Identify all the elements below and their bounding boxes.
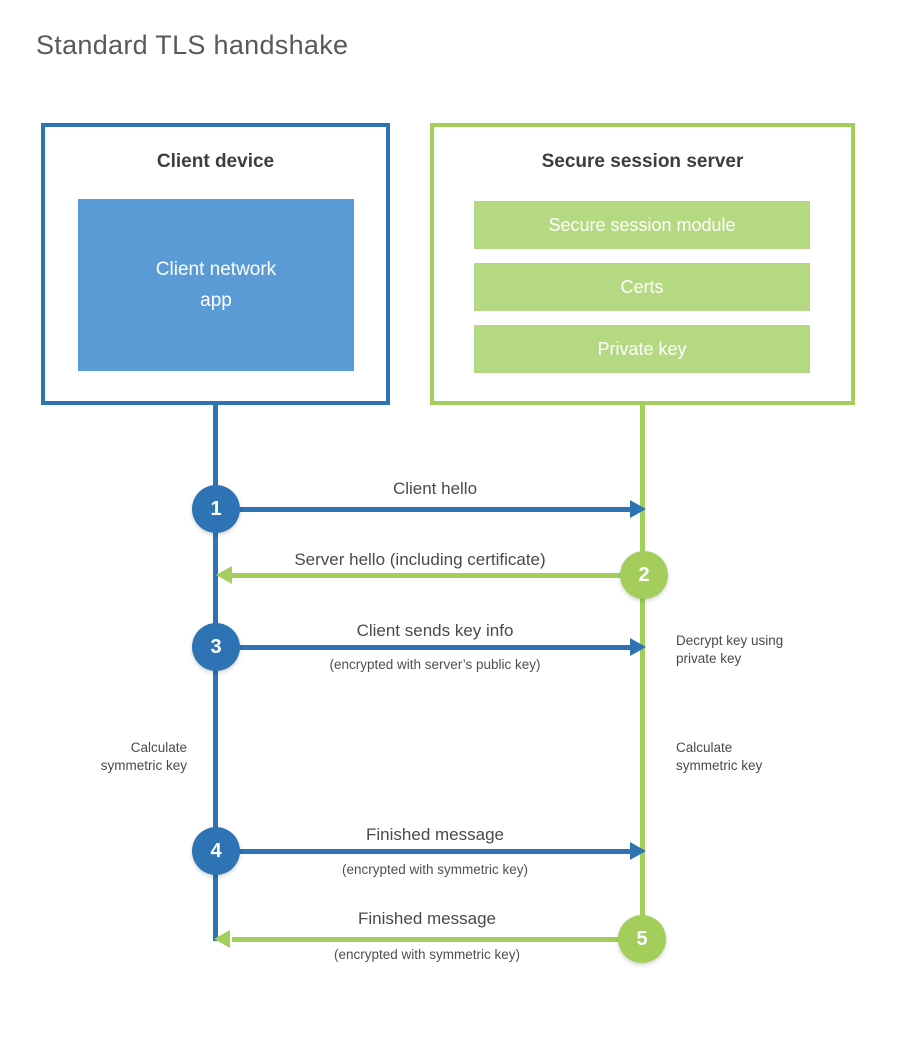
step-1-label: Client hello xyxy=(392,479,478,498)
step-3-badge: 3 xyxy=(192,623,240,671)
step-1-badge: 1 xyxy=(192,485,240,533)
server-module-private-key: Private key xyxy=(474,325,810,373)
decrypt-key-note: Decrypt key using private key xyxy=(676,633,784,666)
server-lifeline xyxy=(640,405,645,939)
step-2-badge: 2 xyxy=(620,551,668,599)
secure-session-server-title: Secure session server xyxy=(541,151,744,172)
arrow-right-icon xyxy=(630,500,646,518)
client-device-title: Client device xyxy=(156,151,275,172)
step-4-badge: 4 xyxy=(192,827,240,875)
step-4-label: Finished message xyxy=(366,825,504,844)
step-4-sublabel: (encrypted with symmetric key) xyxy=(341,862,529,877)
secure-session-server-box: Secure session server Secure session mod… xyxy=(430,123,855,405)
server-module-secure-session: Secure session module xyxy=(474,201,810,249)
calculate-symmetric-key-note-server: Calculate symmetric key xyxy=(676,740,763,773)
arrow-right-icon xyxy=(630,638,646,656)
arrow-left-icon xyxy=(216,566,232,584)
step-3-arrow-line xyxy=(238,645,632,650)
client-device-box: Client device Client network app xyxy=(41,123,390,405)
server-module-certs: Certs xyxy=(474,263,810,311)
arrow-right-icon xyxy=(630,842,646,860)
arrow-left-icon xyxy=(214,930,230,948)
step-5-sublabel: (encrypted with symmetric key) xyxy=(333,947,521,962)
step-2-label: Server hello (including certificate) xyxy=(294,550,546,569)
step-5-badge: 5 xyxy=(618,915,666,963)
client-lifeline xyxy=(213,405,218,941)
calculate-symmetric-key-note-client: Calculate symmetric key xyxy=(100,740,187,773)
step-5-arrow-line xyxy=(232,937,620,942)
client-network-app-block: Client network app xyxy=(78,199,354,371)
step-3-label: Client sends key info xyxy=(356,621,514,640)
step-3-sublabel: (encrypted with server’s public key) xyxy=(329,657,541,672)
page-title: Standard TLS handshake xyxy=(36,30,349,60)
step-4-arrow-line xyxy=(238,849,632,854)
step-5-label: Finished message xyxy=(358,909,496,928)
step-2-arrow-line xyxy=(232,573,622,578)
step-1-arrow-line xyxy=(238,507,632,512)
